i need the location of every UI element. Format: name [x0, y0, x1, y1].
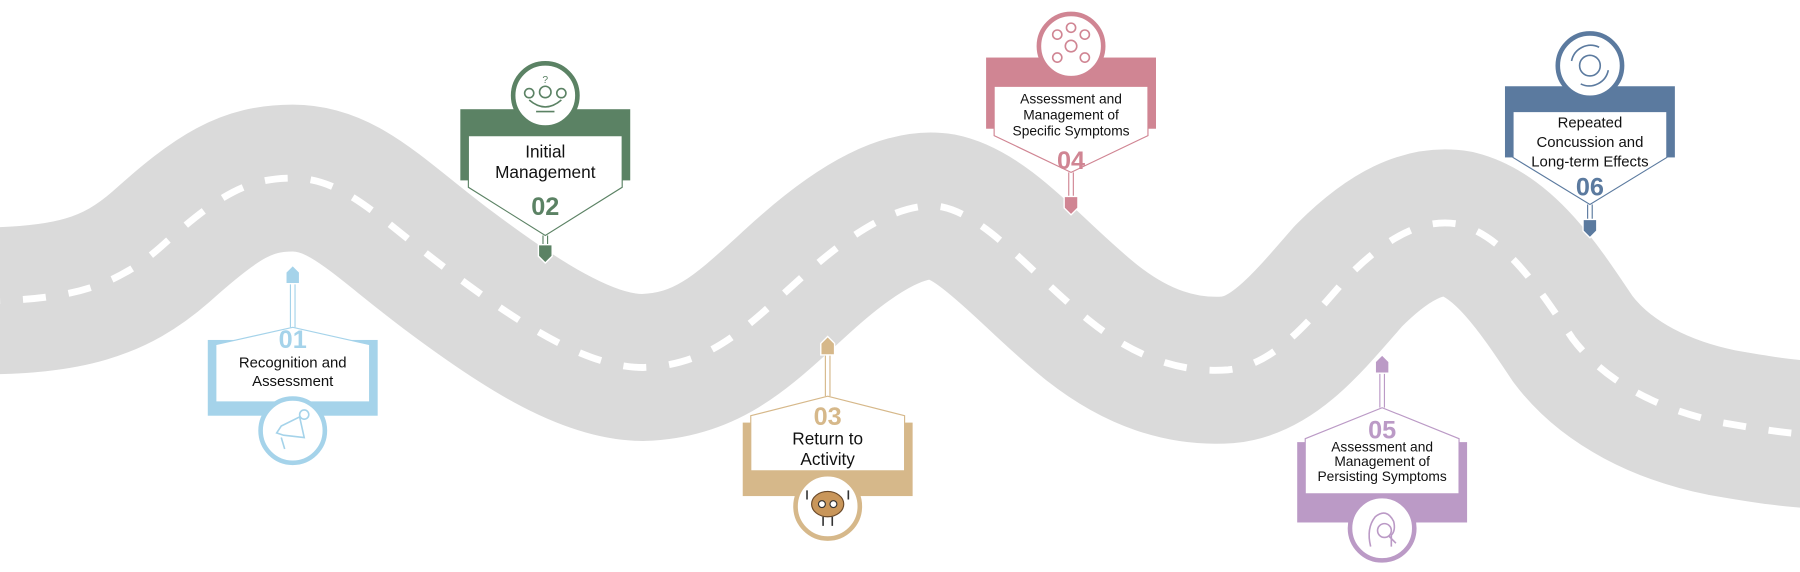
label-card: [467, 135, 623, 237]
label-card: [993, 85, 1149, 173]
brain-cycle-icon: [1555, 31, 1625, 101]
step-number: 04: [1057, 147, 1085, 175]
step-title-line: Return to: [792, 428, 863, 448]
head-magnifier-icon: [1347, 493, 1417, 563]
location-pointer: [820, 335, 836, 397]
step-number: 01: [279, 326, 307, 354]
location-pointer: [537, 235, 553, 265]
step-title-line: Assessment and: [1331, 439, 1433, 454]
step-title-line: Long-term Effects: [1531, 154, 1648, 171]
label-card: [1512, 110, 1668, 206]
step-title-line: Initial: [525, 141, 565, 161]
step-number: 05: [1368, 417, 1396, 445]
symptoms-gear-icon: [1036, 11, 1106, 81]
label-card: [215, 326, 371, 403]
step-title-line: Persisting Symptoms: [1317, 469, 1446, 484]
step-title-line: Recognition and: [239, 355, 347, 372]
location-pointer: [1374, 353, 1390, 408]
step-title-line: Repeated: [1558, 115, 1623, 132]
step-title-line: Activity: [800, 449, 855, 469]
location-pointer: [285, 264, 301, 328]
person-options-icon: ?: [510, 61, 580, 130]
step-title-line: Assessment: [252, 373, 334, 390]
step-title-line: Management of: [1023, 108, 1119, 123]
step-title-line: Concussion and: [1536, 134, 1643, 151]
step-title-line: Specific Symptoms: [1013, 124, 1130, 139]
brain-lifting-icon: [793, 471, 863, 541]
step-number: 03: [814, 403, 842, 431]
label-card: [750, 395, 906, 472]
location-pointer: [1582, 204, 1598, 239]
svg-text:?: ?: [542, 75, 548, 86]
step-number: 06: [1576, 173, 1604, 201]
step-number: 02: [531, 193, 559, 221]
road-center-dashes: [0, 174, 1800, 438]
road: [0, 104, 1800, 508]
location-pointer: [1063, 172, 1079, 216]
label-card: [1304, 407, 1460, 495]
step-title-line: Management: [495, 162, 596, 182]
megaphone-icon: [258, 396, 328, 466]
step-title-line: Assessment and: [1020, 91, 1122, 106]
step-title-line: Management of: [1334, 454, 1430, 469]
